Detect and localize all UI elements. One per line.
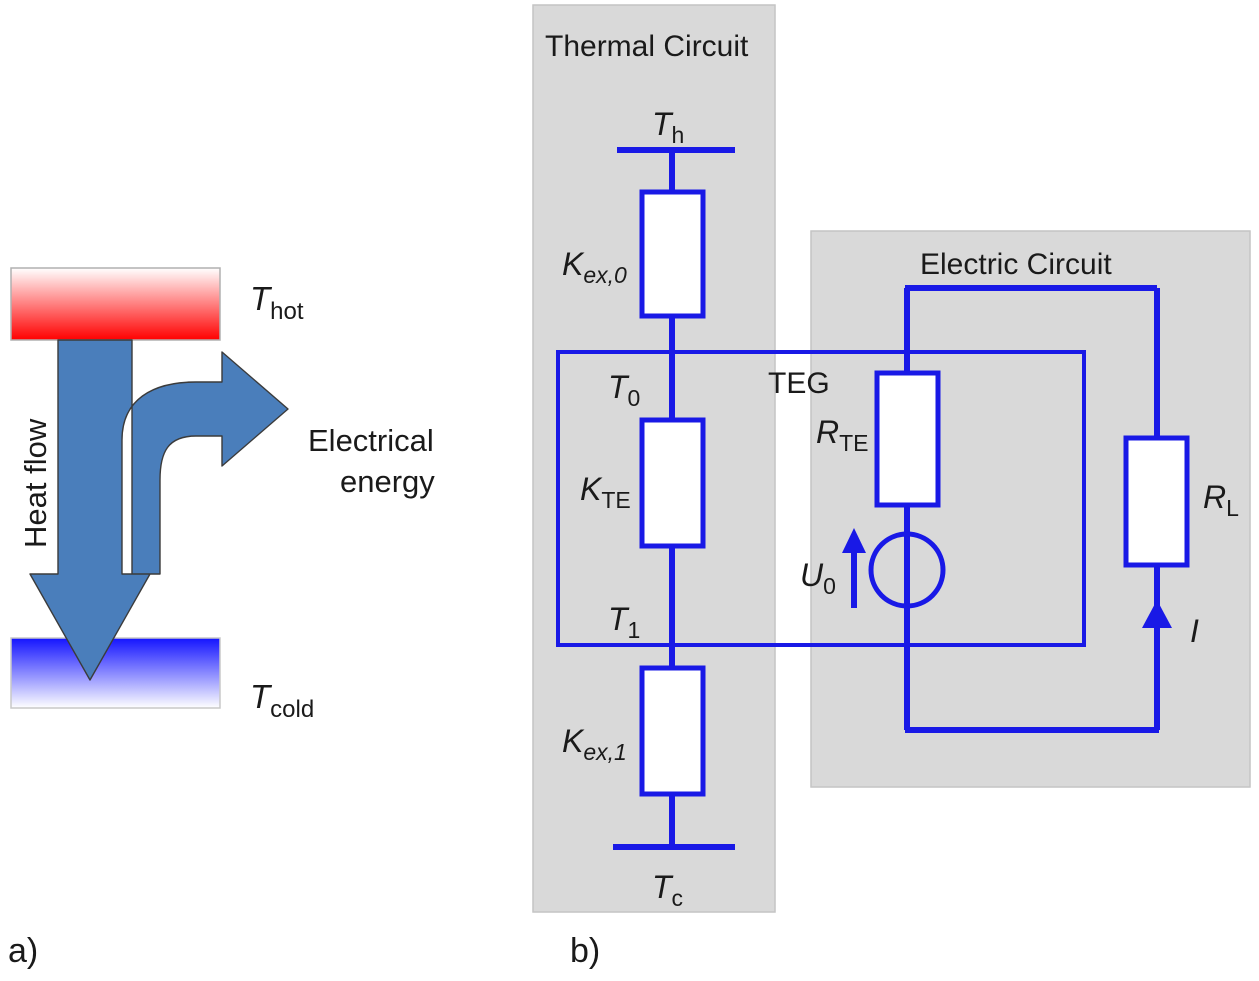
label-kte: KTE bbox=[580, 471, 631, 513]
panel-b-group: Thermal Circuit Electric Circuit TEG bbox=[532, 4, 1251, 970]
electric-circuit-title: Electric Circuit bbox=[920, 248, 1112, 281]
label-t-hot: Thot bbox=[250, 280, 304, 325]
label-t-cold: Tcold bbox=[250, 678, 314, 723]
teg-label: TEG bbox=[768, 367, 830, 400]
label-kex0: Kex,0 bbox=[562, 246, 627, 288]
label-rte: RTE bbox=[816, 414, 869, 456]
label-tc: Tc bbox=[652, 869, 683, 911]
resistor-rte bbox=[874, 370, 941, 508]
heat-flow-arrow bbox=[29, 339, 289, 681]
thermal-circuit-title: Thermal Circuit bbox=[545, 30, 749, 63]
u0-arrow-icon bbox=[842, 528, 866, 608]
label-kex1: Kex,1 bbox=[562, 723, 627, 765]
label-t1: T1 bbox=[608, 601, 640, 643]
label-u0: U0 bbox=[800, 557, 836, 599]
label-t0: T0 bbox=[608, 369, 640, 411]
panel-a-group: Thot Tcold Heat flow Electrical energy a… bbox=[8, 267, 435, 970]
panel-b-caption: b) bbox=[570, 932, 600, 970]
label-i: I bbox=[1190, 613, 1199, 649]
cold-block bbox=[10, 637, 221, 709]
teg-boundary-box bbox=[556, 350, 1086, 647]
label-heat-flow: Heat flow bbox=[18, 418, 53, 548]
label-th: Th bbox=[652, 106, 684, 148]
voltage-source-u0 bbox=[868, 531, 946, 609]
hot-block bbox=[10, 267, 221, 341]
current-arrow-icon bbox=[1142, 600, 1172, 628]
resistor-kte bbox=[639, 417, 706, 549]
resistor-rl bbox=[1123, 435, 1190, 568]
label-rl: RL bbox=[1203, 479, 1239, 521]
resistor-kex0 bbox=[639, 189, 706, 319]
resistor-kex1 bbox=[639, 665, 706, 797]
panel-a-caption: a) bbox=[8, 932, 38, 970]
label-electrical-energy-line1: Electrical bbox=[308, 423, 434, 458]
label-electrical-energy-line2: energy bbox=[340, 464, 435, 499]
